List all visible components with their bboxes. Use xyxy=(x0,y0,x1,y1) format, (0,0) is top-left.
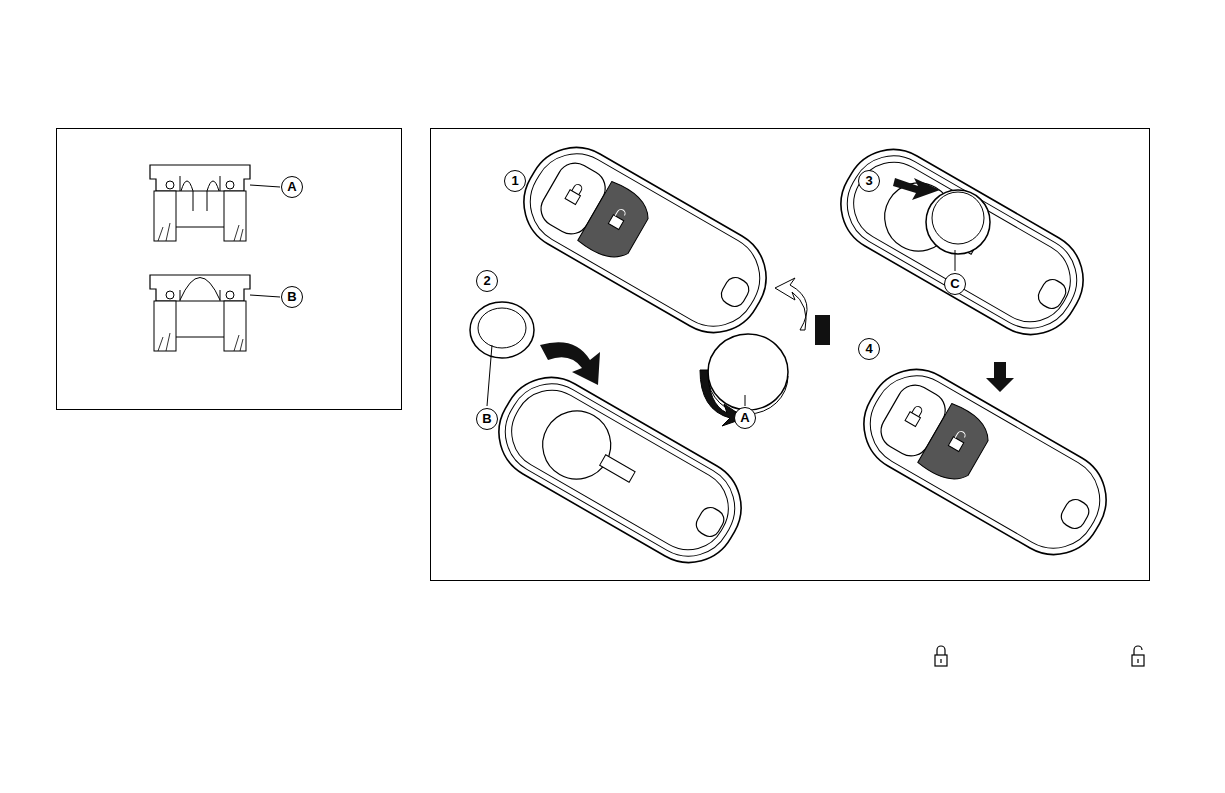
callout-number: 3 xyxy=(858,170,880,192)
callout-number: 4 xyxy=(858,338,880,360)
callout-letter: C xyxy=(944,273,966,295)
callout-letter: B xyxy=(281,286,303,308)
callout-letter: B xyxy=(476,408,498,430)
callout-letter: A xyxy=(734,407,756,429)
callout-number: 1 xyxy=(504,170,526,192)
callout-number: 2 xyxy=(476,270,498,292)
lock-icon xyxy=(935,646,1144,666)
callout-letter: A xyxy=(281,176,303,198)
